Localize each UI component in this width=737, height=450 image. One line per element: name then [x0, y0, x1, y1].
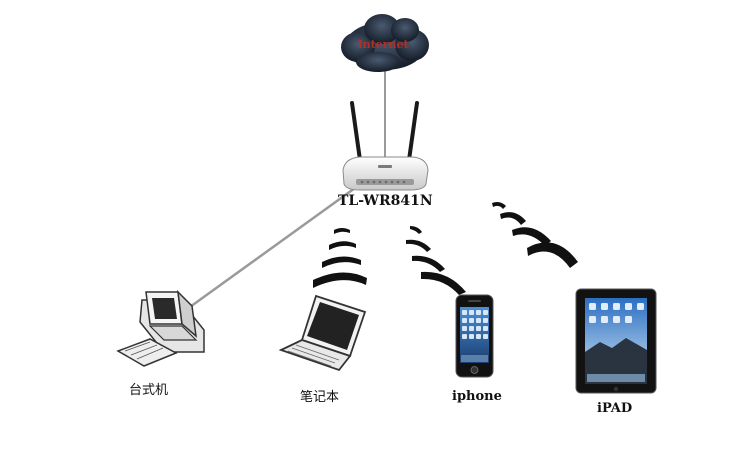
wifi-signal-iphone-icon: [406, 226, 466, 295]
laptop-label: 笔记本: [300, 390, 340, 405]
router-label: TL-WR841N: [338, 193, 433, 209]
internet-cloud-icon: Internet: [341, 14, 429, 72]
laptop-icon: [278, 294, 367, 372]
router-icon: [342, 101, 429, 191]
ipad-icon: [575, 288, 657, 394]
ipad-label: iPAD: [597, 401, 633, 416]
internet-label: Internet: [357, 38, 409, 51]
desktop-label: 台式机: [129, 383, 169, 398]
wifi-signal-ipad-icon: [492, 202, 578, 268]
iphone-label: iphone: [452, 389, 502, 404]
desktop-computer-icon: [116, 289, 205, 367]
desktop-cable: [182, 186, 356, 314]
iphone-icon: [455, 294, 494, 378]
wifi-signal-laptop-icon: [313, 228, 367, 288]
